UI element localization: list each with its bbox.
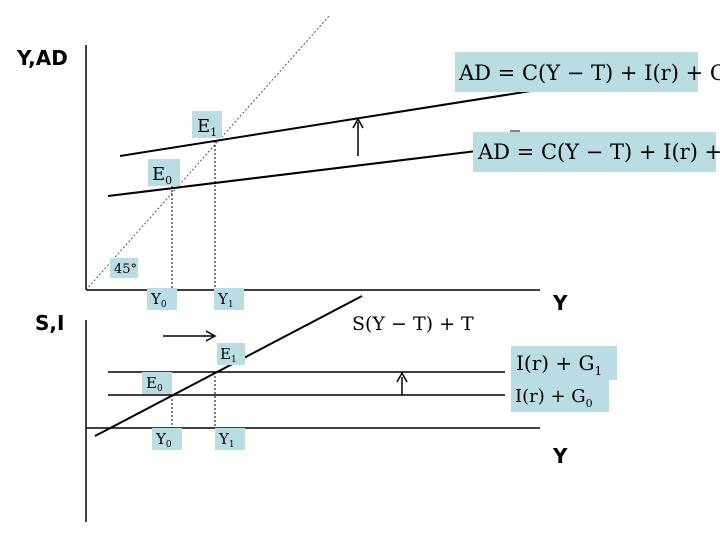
inv0-label: I(r) + G0 [515,386,593,410]
y0-bottom-main: Y [155,430,167,448]
y0-top-sub: 0 [161,300,167,310]
angle-label: 45° [114,262,137,277]
e0-bottom-main: E [146,374,157,392]
top-panel: Y,AD Y AD = C(Y − T) + I(r) + G1 AD = C(… [16,14,720,315]
saving-function-label: S(Y − T) + T [352,313,474,335]
y1-top-box [214,288,244,310]
y0-bottom-sub: 0 [166,440,172,450]
y1-bottom-sub: 1 [229,440,235,450]
e1-bottom-sub: 1 [231,355,237,365]
e0-top-label: E0 [152,164,172,187]
angle-box [110,258,138,278]
top-axis-y-label: Y,AD [16,46,68,70]
saving-line [94,295,363,437]
y0-top-box [147,288,177,310]
e1-bottom-box [217,343,245,365]
ad0-equation-box [473,132,716,172]
e0-bottom-label: E0 [146,374,163,394]
y0-top-label: Y0 [150,290,167,310]
e1-top-label: E1 [197,116,217,139]
e1-top-box [192,111,222,138]
ad1-equation-text: AD = C(Y − T) + I(r) + G [458,61,720,85]
e0-top-main: E [152,164,165,185]
inv1-subscript: 1 [595,364,603,378]
y1-top-main: Y [217,290,229,308]
e1-bottom-main: E [220,345,231,363]
bottom-axis-x-label: Y [552,444,568,468]
income-shift-arrowhead [205,330,217,342]
ad0-equation: AD = C(Y − T) + I(r) + G0 [477,140,720,167]
forty-five-degree-line [85,14,331,291]
y1-bottom-box [215,428,245,450]
y1-bottom-main: Y [218,430,230,448]
ad0-line [107,149,486,197]
inv0-label-box [511,380,609,412]
inv0-label-text: I(r) + G [515,386,586,407]
y1-bottom-label: Y1 [218,430,235,450]
inv1-label: I(r) + G1 [516,351,602,378]
inv1-label-box [511,346,617,380]
y0-top-main: Y [150,290,162,308]
e0-top-sub: 0 [165,174,172,187]
bottom-axis-y-label: S,I [35,311,64,335]
y0-bottom-label: Y0 [155,430,172,450]
top-axis-x-label: Y [552,291,568,315]
e1-top-main: E [197,116,210,137]
e0-top-box [148,159,180,186]
ad-shift-arrowhead [352,117,364,129]
inv0-subscript: 0 [586,397,593,410]
e0-bottom-sub: 0 [157,384,163,394]
investment-shift-arrowhead [396,371,408,383]
ad0-equation-text: AD = C(Y − T) + I(r) + G [477,140,720,164]
ad1-line [119,89,538,157]
y1-top-label: Y1 [217,290,234,310]
bottom-panel: S,I Y S(Y − T) + T E1 E0 I(r) + G1 I(r) … [35,295,617,522]
y1-top-sub: 1 [228,300,234,310]
e1-top-sub: 1 [210,126,217,139]
e1-bottom-label: E1 [220,345,237,365]
ad1-equation-box [455,52,698,92]
e0-bottom-box [142,372,172,394]
y0-bottom-box [152,428,182,450]
inv1-label-text: I(r) + G [516,351,595,375]
ad1-equation: AD = C(Y − T) + I(r) + G1 [458,61,720,88]
